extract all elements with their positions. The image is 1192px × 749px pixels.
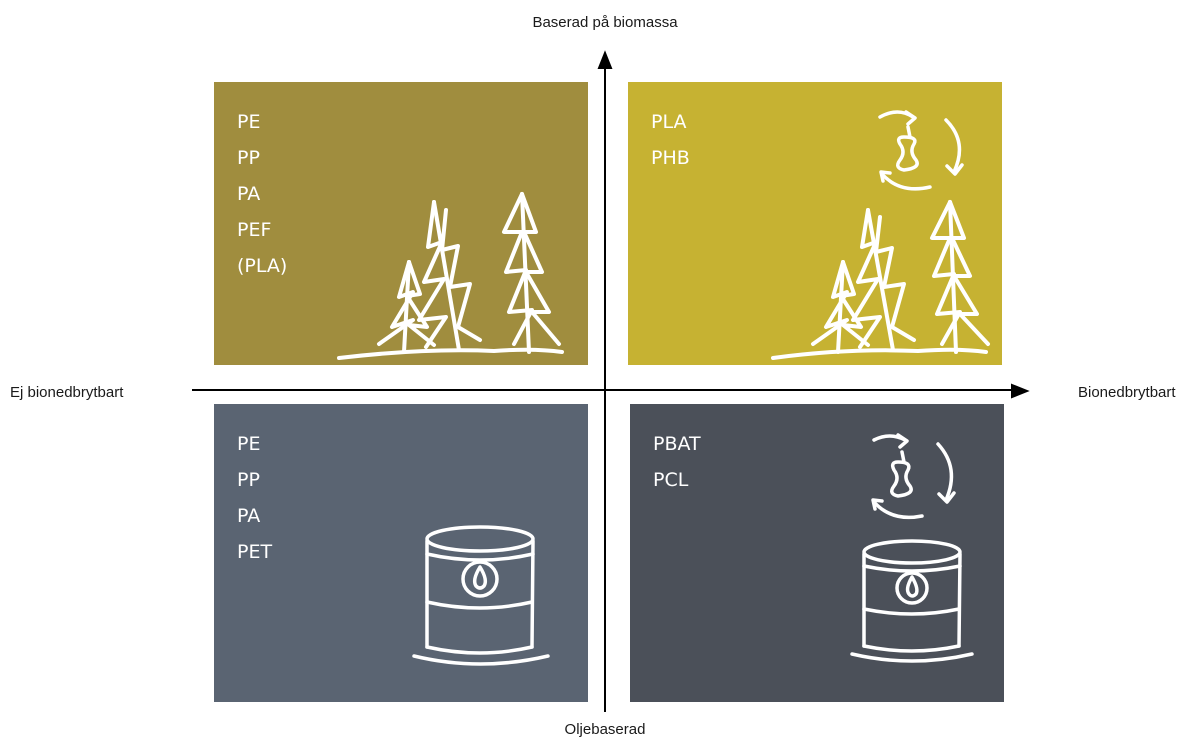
material-list: PLA PHB <box>651 104 690 176</box>
material-item: PHB <box>651 147 690 169</box>
material-item: PE <box>237 111 261 133</box>
material-item: PP <box>237 147 260 169</box>
axis-label-biodegradable: Bionedbrytbart <box>1078 384 1176 401</box>
material-item: PBAT <box>653 433 701 455</box>
quadrant-oilbased-non-biodegradable: PE PP PA PET <box>214 404 588 702</box>
material-item: PLA <box>651 111 687 133</box>
material-item: PA <box>237 505 261 527</box>
material-list: PE PP PA PEF (PLA) <box>237 104 287 284</box>
arrow-right-icon <box>1011 383 1030 399</box>
arrow-up-icon <box>597 50 613 69</box>
axis-label-oil: Oljebaserad <box>564 721 646 738</box>
material-item: PEF <box>237 219 272 241</box>
material-item: PCL <box>653 469 689 491</box>
material-list: PE PP PA PET <box>237 426 272 570</box>
material-item: (PLA) <box>237 255 288 277</box>
axis-label-non-biodegradable: Ej bionedbrytbart <box>10 384 124 401</box>
quadrant-oilbased-biodegradable: PBAT PCL <box>630 404 1004 702</box>
material-item: PET <box>237 541 273 563</box>
quadrant-biobased-biodegradable: PLA PHB <box>628 82 1002 365</box>
axis-label-biomass: Baserad på biomassa <box>532 14 678 31</box>
material-item: PE <box>237 433 261 455</box>
material-item: PP <box>237 469 260 491</box>
material-list: PBAT PCL <box>653 426 701 498</box>
material-item: PA <box>237 183 261 205</box>
